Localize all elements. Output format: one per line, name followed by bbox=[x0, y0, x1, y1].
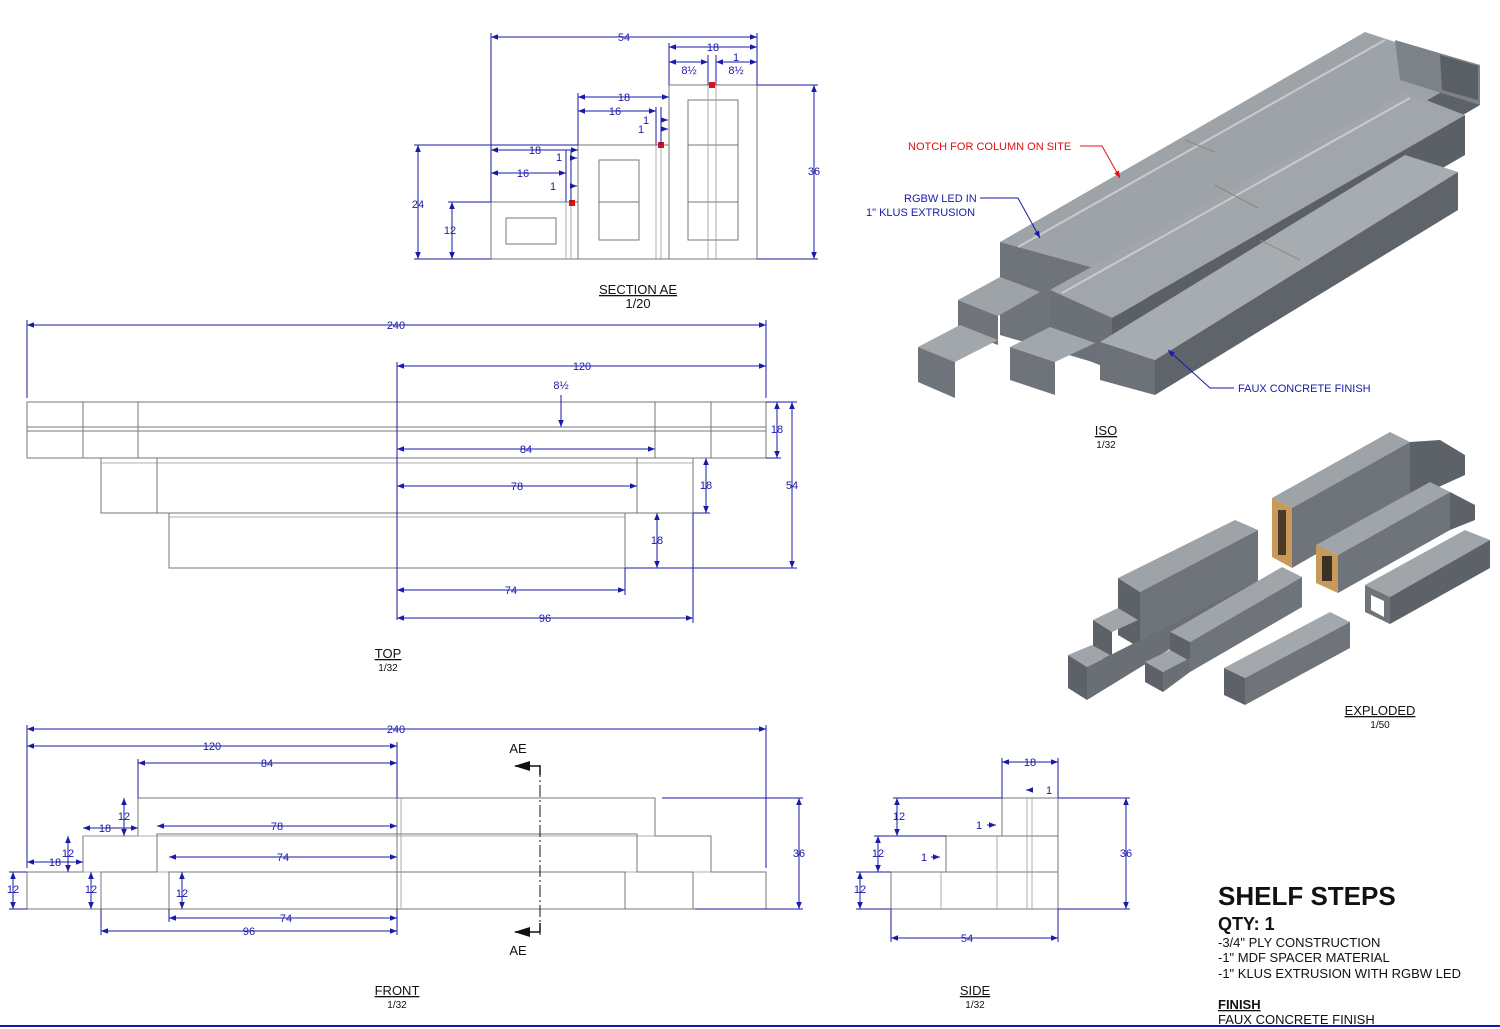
top-view: 240 120 8½ 84 78 74 96 18 18 18 54 TOP 1… bbox=[26, 320, 798, 674]
top-view-scale: 1/32 bbox=[378, 663, 398, 674]
dim-96-top: 96 bbox=[539, 613, 551, 625]
dim-240-top: 240 bbox=[387, 320, 405, 332]
top-view-label: TOP bbox=[375, 646, 402, 661]
dim-1-side-a: 1 bbox=[1046, 785, 1052, 797]
dim-1-side-b: 1 bbox=[976, 820, 982, 832]
dim-12-front-b: 12 bbox=[62, 848, 74, 860]
dim-84-top: 84 bbox=[520, 444, 532, 456]
side-view-label: SIDE bbox=[960, 983, 991, 998]
dim-54-side: 54 bbox=[961, 933, 973, 945]
dim-1-low-b: 1 bbox=[550, 181, 556, 193]
dim-74-top: 74 bbox=[505, 585, 517, 597]
dim-8-half-b: 8½ bbox=[728, 65, 743, 77]
title-block: SHELF STEPS QTY: 1 -3/4" PLY CONSTRUCTIO… bbox=[1218, 881, 1461, 1027]
dim-36-section: 36 bbox=[808, 166, 820, 178]
spec-line-2: -1" MDF SPACER MATERIAL bbox=[1218, 950, 1390, 965]
dim-78-top: 78 bbox=[511, 481, 523, 493]
dim-18-front-b: 18 bbox=[49, 857, 61, 869]
iso-note-led-1: RGBW LED IN bbox=[904, 193, 977, 205]
dim-12-side-a: 12 bbox=[893, 811, 905, 823]
dim-1-top: 1 bbox=[733, 52, 739, 64]
dim-36-side: 36 bbox=[1120, 848, 1132, 860]
dim-24: 24 bbox=[412, 199, 424, 211]
dim-120-front: 120 bbox=[203, 741, 221, 753]
section-mark-top: AE bbox=[509, 741, 527, 756]
front-view: 240 120 84 78 74 74 96 18 18 12 12 12 12… bbox=[7, 724, 805, 1011]
dim-240-front: 240 bbox=[387, 724, 405, 736]
dim-96-front: 96 bbox=[243, 926, 255, 938]
iso-view: NOTCH FOR COLUMN ON SITE RGBW LED IN 1" … bbox=[866, 32, 1480, 451]
dim-18-top-a: 18 bbox=[771, 424, 783, 436]
finish-value: FAUX CONCRETE FINISH bbox=[1218, 1012, 1375, 1027]
dim-18-side: 18 bbox=[1024, 757, 1036, 769]
side-view: 18 1 1 1 12 12 12 36 54 SIDE 1/32 bbox=[854, 757, 1132, 1011]
dim-1-side-c: 1 bbox=[921, 852, 927, 864]
iso-view-scale: 1/32 bbox=[1096, 440, 1116, 451]
spec-line-1: -3/4" PLY CONSTRUCTION bbox=[1218, 935, 1380, 950]
dim-12-front-d: 12 bbox=[85, 884, 97, 896]
iso-note-led-2: 1" KLUS EXTRUSION bbox=[866, 207, 975, 219]
dim-18-top-b: 18 bbox=[700, 480, 712, 492]
dim-78-front: 78 bbox=[271, 821, 283, 833]
dim-12-side-b: 12 bbox=[872, 848, 884, 860]
section-ae-label: SECTION AE bbox=[599, 282, 677, 297]
dim-18-top: 18 bbox=[707, 42, 719, 54]
dim-12-front-e: 12 bbox=[176, 888, 188, 900]
dim-1-mid-a: 1 bbox=[643, 115, 649, 127]
dim-74-front-b: 74 bbox=[280, 913, 292, 925]
dim-120-top: 120 bbox=[573, 361, 591, 373]
iso-note-finish: FAUX CONCRETE FINISH bbox=[1238, 383, 1371, 395]
front-view-scale: 1/32 bbox=[387, 1000, 407, 1011]
exploded-view-scale: 1/50 bbox=[1370, 720, 1390, 731]
dim-12-front-a: 12 bbox=[118, 811, 130, 823]
dim-16-mid: 16 bbox=[609, 106, 621, 118]
sheet-title: SHELF STEPS bbox=[1218, 881, 1396, 911]
iso-view-label: ISO bbox=[1095, 423, 1117, 438]
dim-16-low: 16 bbox=[517, 168, 529, 180]
dim-18-mid: 18 bbox=[618, 92, 630, 104]
dim-84-front: 84 bbox=[261, 758, 273, 770]
front-view-label: FRONT bbox=[375, 983, 420, 998]
dim-54: 54 bbox=[618, 32, 630, 44]
dim-8-half-a: 8½ bbox=[681, 65, 696, 77]
dim-1-low-a: 1 bbox=[556, 152, 562, 164]
dim-12-front-c: 12 bbox=[7, 884, 19, 896]
exploded-view: EXPLODED 1/50 bbox=[1068, 432, 1490, 731]
section-mark-bottom: AE bbox=[509, 943, 527, 958]
dim-36-front: 36 bbox=[793, 848, 805, 860]
exploded-view-label: EXPLODED bbox=[1345, 703, 1416, 718]
sheet-qty: QTY: 1 bbox=[1218, 914, 1275, 934]
dim-18-low: 18 bbox=[529, 145, 541, 157]
dim-12-section: 12 bbox=[444, 225, 456, 237]
dim-74-front-a: 74 bbox=[277, 852, 289, 864]
dim-12-side-c: 12 bbox=[854, 884, 866, 896]
side-view-scale: 1/32 bbox=[965, 1000, 985, 1011]
dim-8-half-top: 8½ bbox=[553, 380, 568, 392]
section-ae-scale: 1/20 bbox=[625, 296, 650, 311]
dim-18-top-c: 18 bbox=[651, 535, 663, 547]
dim-18-front-a: 18 bbox=[99, 823, 111, 835]
finish-heading: FINISH bbox=[1218, 997, 1261, 1012]
dim-54-top: 54 bbox=[786, 480, 798, 492]
spec-line-3: -1" KLUS EXTRUSION WITH RGBW LED bbox=[1218, 966, 1461, 981]
iso-note-notch: NOTCH FOR COLUMN ON SITE bbox=[908, 141, 1071, 153]
section-ae-view: 54 18 8½ 1 8½ 18 16 1 1 18 1 16 1 24 bbox=[412, 32, 820, 311]
dim-1-mid-b: 1 bbox=[638, 124, 644, 136]
